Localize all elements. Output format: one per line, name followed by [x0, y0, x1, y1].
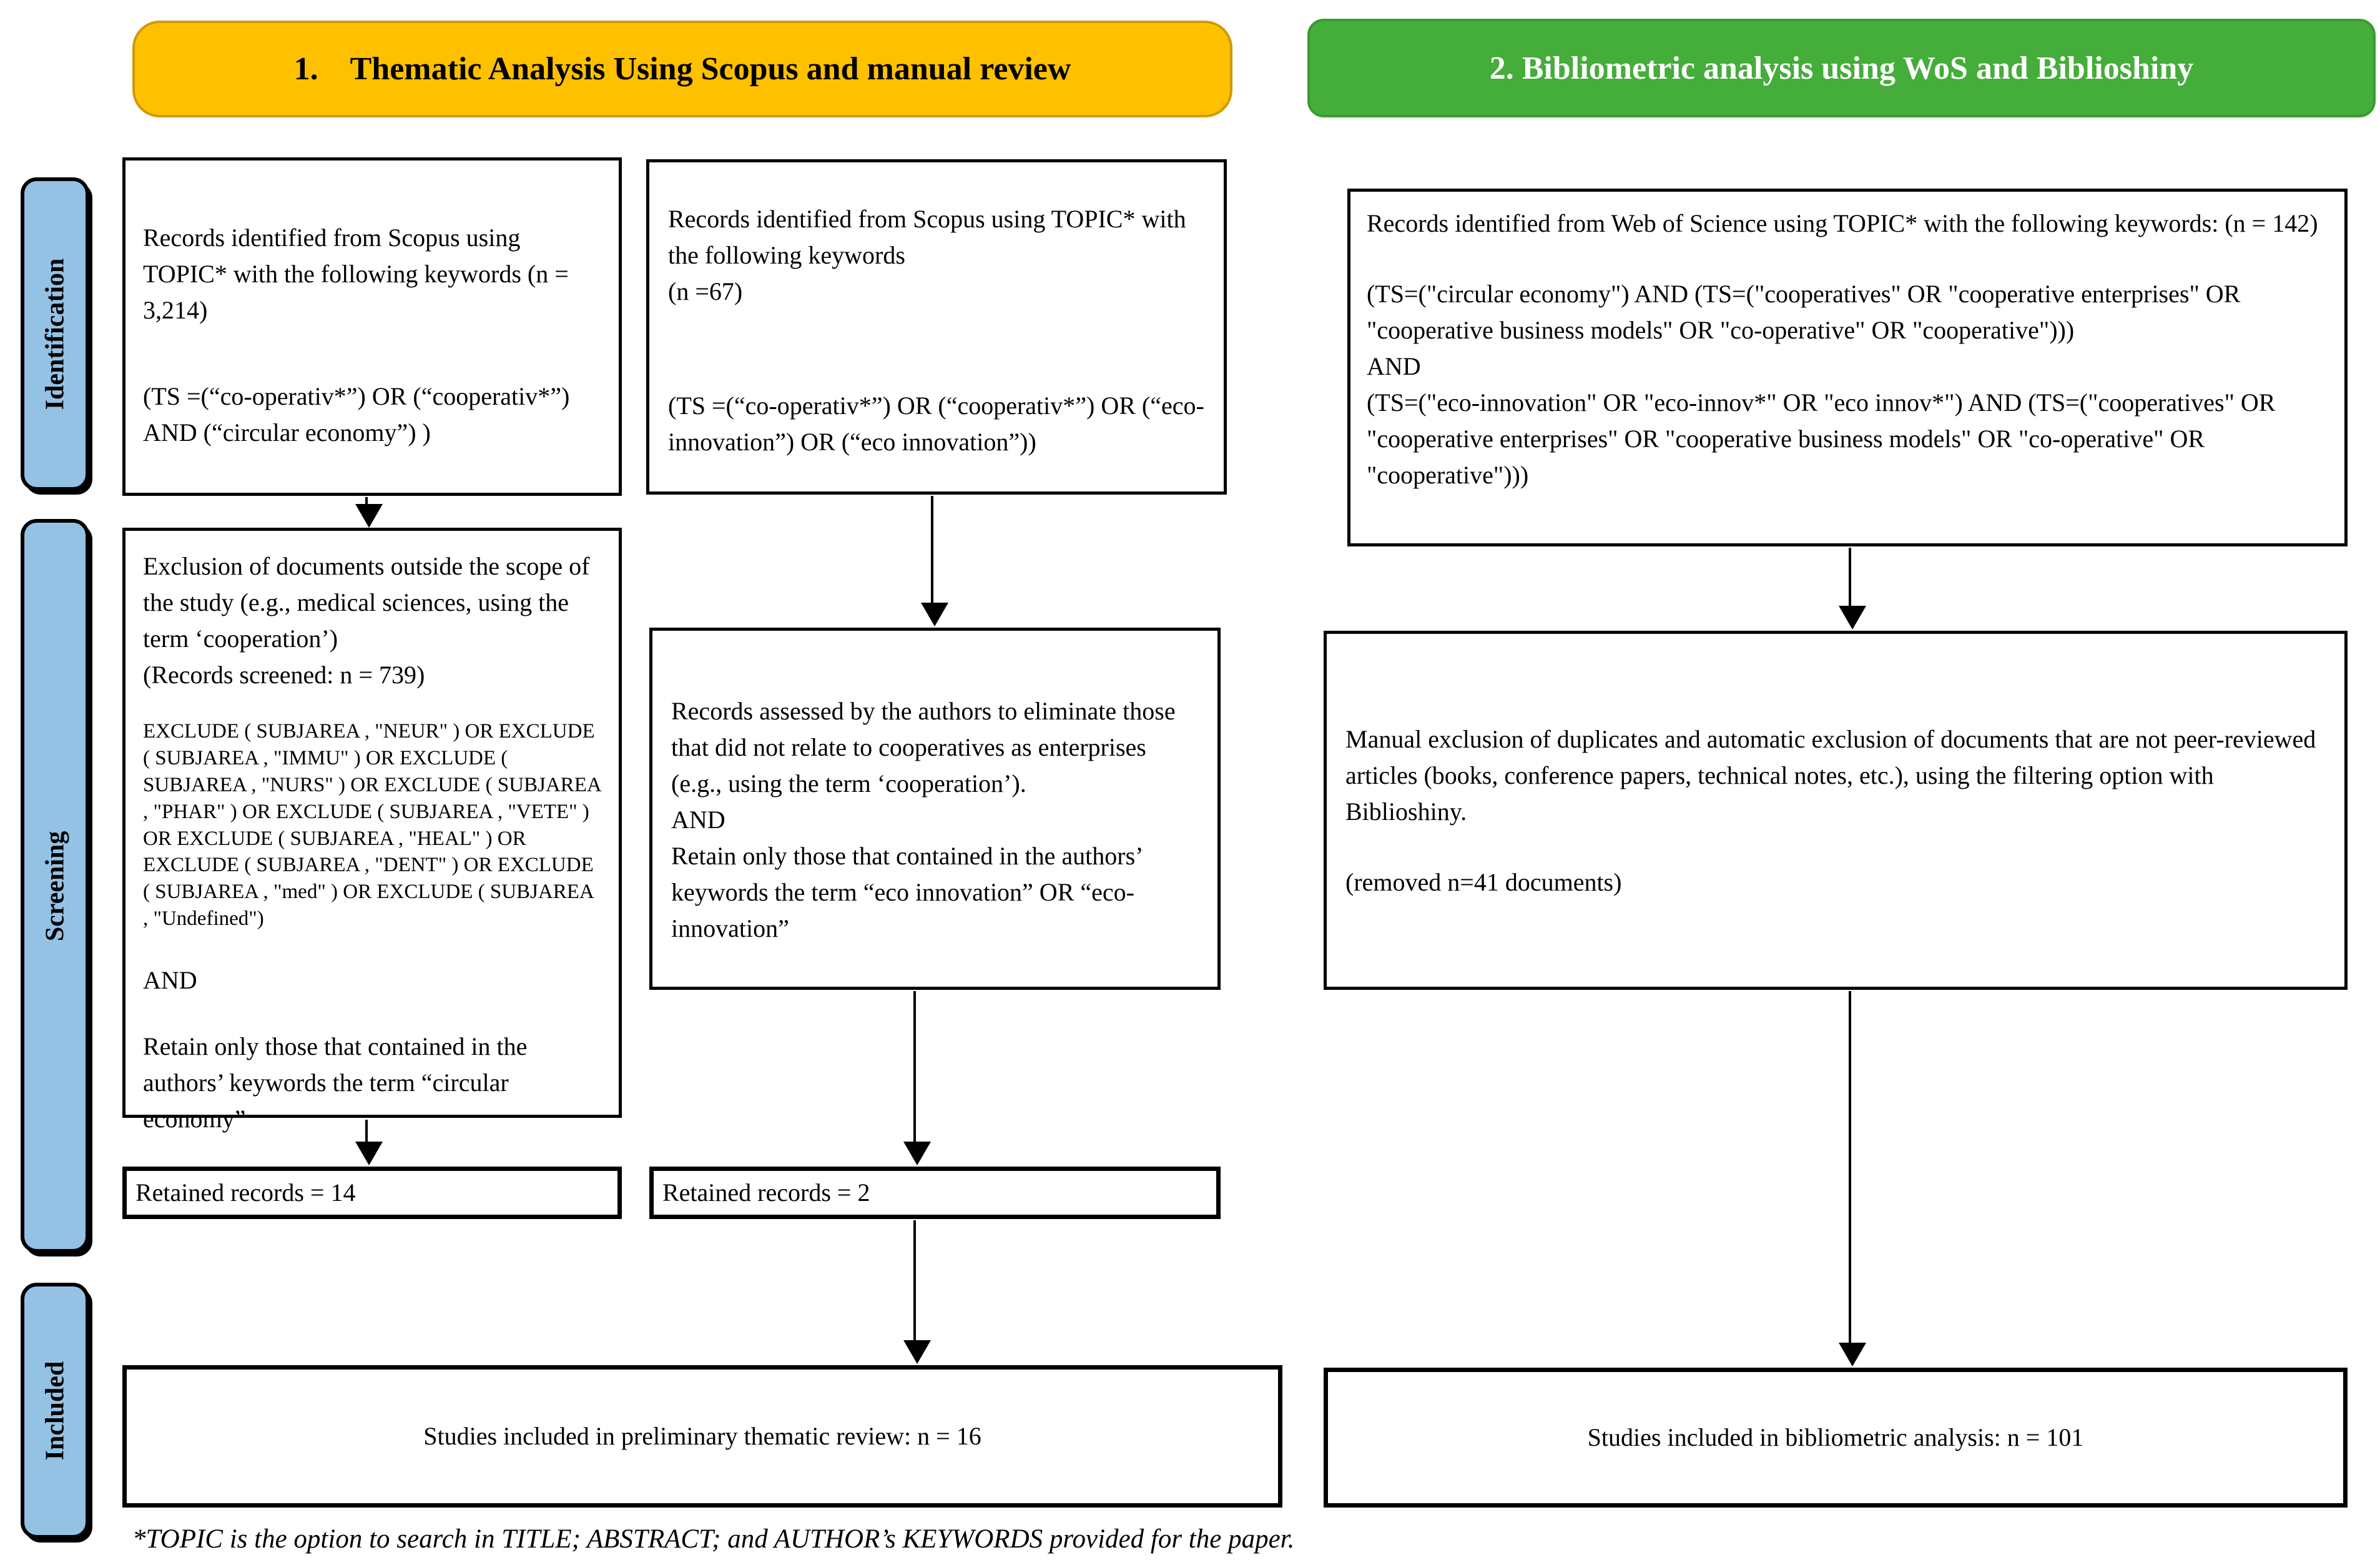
scopus-ce-identification-query: (TS =(“co-operativ*”) OR (“cooperativ*”)… [143, 382, 575, 447]
scopus-ce-screening-and: AND [143, 966, 197, 995]
scopus-eco-identification-count: (n =67) [668, 277, 743, 305]
arrow-scopus-eco-screening-to-retained [903, 991, 931, 1165]
included-thematic-label: Studies included in preliminary thematic… [423, 1422, 981, 1450]
arrow-scopus-ce-id-to-screening [355, 497, 383, 528]
arrow-wos-id-to-screening [1839, 548, 1866, 629]
scopus-ce-screening-count: (Records screened: n = 739) [143, 661, 425, 689]
scopus-ce-screening-retain: Retain only those that contained in the … [143, 1032, 534, 1133]
header-thematic-analysis: 1. Thematic Analysis Using Scopus and ma… [132, 21, 1232, 117]
scopus-ce-identification-text: Records identified from Scopus using TOP… [143, 224, 575, 324]
box-scopus-eco-screening: Records assessed by the authors to elimi… [649, 628, 1221, 990]
stage-screening-label: Screening [41, 831, 69, 941]
scopus-eco-screening-text: Records assessed by the authors to elimi… [671, 697, 1182, 797]
box-scopus-ce-identification: Records identified from Scopus using TOP… [122, 157, 622, 496]
box-scopus-eco-identification: Records identified from Scopus using TOP… [646, 159, 1227, 495]
wos-identification-query-1: (TS=("circular economy") AND (TS=("coope… [1367, 280, 2247, 344]
wos-screening-removed-count: (removed n=41 documents) [1345, 868, 1622, 896]
retained-eco-label: Retained records = 2 [662, 1178, 870, 1207]
stage-ribbon-screening: Screening [21, 519, 89, 1253]
arrow-retained-to-included-thematic [903, 1220, 931, 1364]
retained-ce-label: Retained records = 14 [135, 1178, 356, 1207]
header-bibliometric-label: 2. Bibliometric analysis using WoS and B… [1489, 50, 2194, 86]
box-retained-eco: Retained records = 2 [649, 1167, 1221, 1219]
scopus-eco-screening-retain: Retain only those that contained in the … [671, 842, 1148, 942]
wos-identification-query-2: (TS=("eco-innovation" OR "eco-innov*" OR… [1367, 388, 2282, 489]
stage-ribbon-included: Included [21, 1283, 89, 1539]
scopus-ce-screening-text: Exclusion of documents outside the scope… [143, 552, 596, 653]
box-wos-identification: Records identified from Web of Science u… [1347, 189, 2348, 546]
box-retained-ce: Retained records = 14 [122, 1167, 622, 1219]
box-wos-screening: Manual exclusion of duplicates and autom… [1324, 631, 2348, 990]
scopus-eco-identification-query: (TS =(“co-operativ*”) OR (“cooperativ*”)… [668, 392, 1204, 456]
arrow-scopus-ce-screening-to-retained [355, 1120, 383, 1165]
stage-ribbon-identification: Identification [21, 177, 89, 491]
wos-identification-text: Records identified from Web of Science u… [1367, 209, 2318, 237]
wos-screening-text: Manual exclusion of duplicates and autom… [1345, 725, 2323, 826]
header-bibliometric-analysis: 2. Bibliometric analysis using WoS and B… [1307, 19, 2376, 117]
box-included-bibliometric: Studies included in bibliometric analysi… [1324, 1368, 2348, 1508]
wos-identification-and: AND [1367, 352, 1421, 380]
stage-identification-label: Identification [41, 258, 70, 410]
box-included-thematic: Studies included in preliminary thematic… [122, 1365, 1282, 1508]
scopus-ce-screening-exclude-query: EXCLUDE ( SUBJAREA , "NEUR" ) OR EXCLUDE… [143, 720, 606, 931]
box-scopus-ce-screening: Exclusion of documents outside the scope… [122, 528, 622, 1133]
header-thematic-label: 1. Thematic Analysis Using Scopus and ma… [293, 51, 1071, 87]
arrow-scopus-eco-id-to-screening [921, 496, 948, 626]
included-bibliometric-label: Studies included in bibliometric analysi… [1587, 1423, 2084, 1451]
arrow-wos-screening-to-included [1839, 991, 1866, 1366]
topic-footnote: *TOPIC is the option to search in TITLE;… [132, 1524, 1295, 1554]
scopus-eco-identification-text: Records identified from Scopus using TOP… [668, 205, 1192, 269]
scopus-eco-screening-and: AND [671, 806, 725, 834]
stage-included-label: Included [41, 1361, 70, 1461]
